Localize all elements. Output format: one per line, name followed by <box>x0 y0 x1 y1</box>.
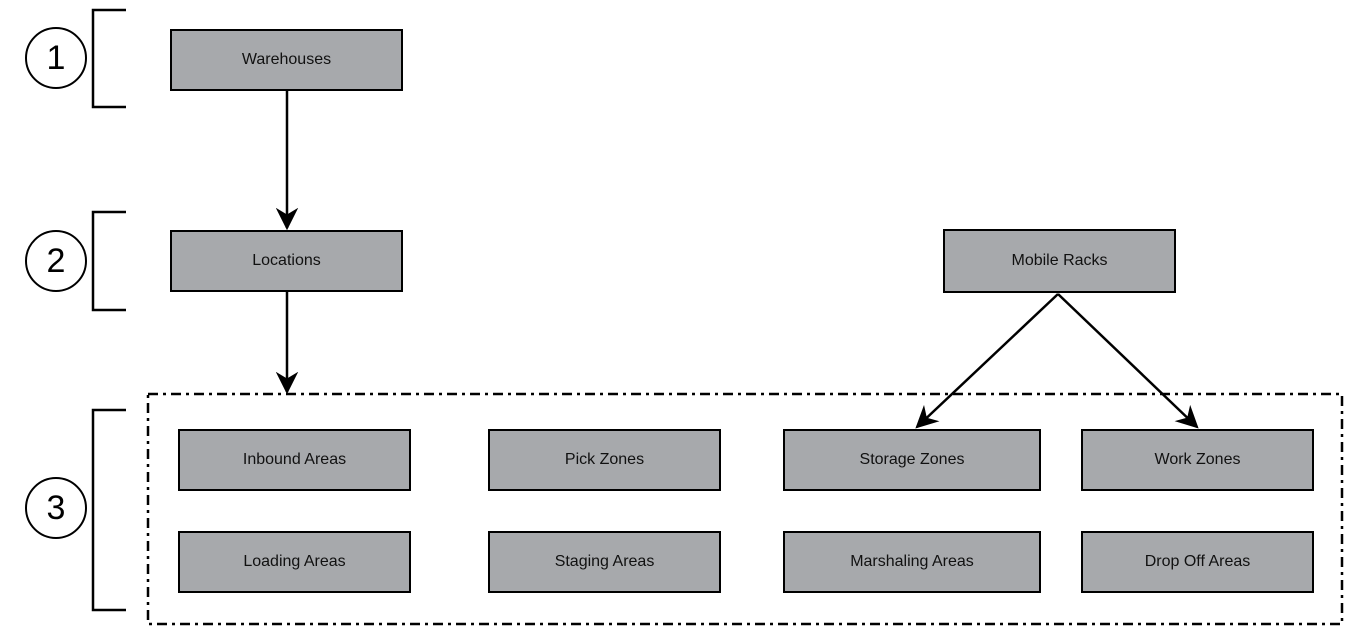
node-inbound-areas: Inbound Areas <box>178 429 411 491</box>
node-storage-zones: Storage Zones <box>783 429 1041 491</box>
node-label: Work Zones <box>1154 451 1241 468</box>
node-label: Staging Areas <box>554 553 655 570</box>
node-loading-areas: Loading Areas <box>178 531 411 593</box>
node-locations: Locations <box>170 230 403 292</box>
level-1-number: 1 <box>46 38 66 77</box>
node-pick-zones: Pick Zones <box>488 429 721 491</box>
node-work-zones: Work Zones <box>1081 429 1314 491</box>
node-label: Loading Areas <box>243 553 346 570</box>
level-3-badge: 3 <box>25 477 87 539</box>
node-marshaling-areas: Marshaling Areas <box>783 531 1041 593</box>
level-1-badge: 1 <box>25 27 87 89</box>
node-label: Drop Off Areas <box>1144 553 1251 570</box>
level-2-bracket <box>91 210 126 312</box>
node-drop-off-areas: Drop Off Areas <box>1081 531 1314 593</box>
arrow-mobile-racks-to-work-zones <box>1057 293 1199 429</box>
node-warehouses: Warehouses <box>170 29 403 91</box>
level-1-bracket <box>91 8 126 109</box>
level-2-badge: 2 <box>25 230 87 292</box>
node-label: Inbound Areas <box>242 451 347 468</box>
node-label: Pick Zones <box>564 451 645 468</box>
node-staging-areas: Staging Areas <box>488 531 721 593</box>
node-label: Warehouses <box>241 51 332 68</box>
arrow-mobile-racks-to-storage-zones <box>915 293 1059 429</box>
level-3-number: 3 <box>46 488 66 527</box>
node-label: Mobile Racks <box>1011 252 1108 269</box>
node-mobile-racks: Mobile Racks <box>943 229 1176 293</box>
level-3-bracket <box>91 408 126 612</box>
node-label: Marshaling Areas <box>850 553 974 570</box>
node-label: Locations <box>252 252 321 269</box>
node-label: Storage Zones <box>859 451 965 468</box>
level-2-number: 2 <box>46 241 66 280</box>
